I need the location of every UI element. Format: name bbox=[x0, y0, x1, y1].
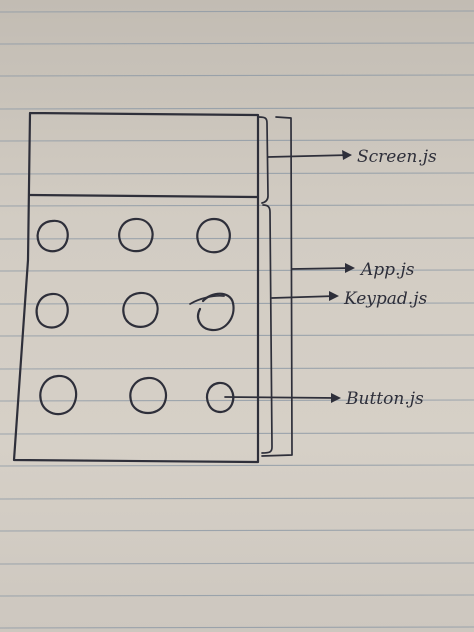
screen-label: Screen.js bbox=[357, 147, 437, 167]
keypad-arrowhead bbox=[329, 291, 339, 301]
app-bracket bbox=[261, 116, 293, 457]
keypad-label: Keypad.js bbox=[343, 289, 427, 309]
keypad-arrow bbox=[271, 295, 337, 299]
button-circle bbox=[122, 291, 159, 328]
app-frame bbox=[12, 111, 260, 464]
button-arrowhead bbox=[331, 393, 341, 403]
button-arrow bbox=[224, 396, 339, 399]
keypad-bracket bbox=[261, 204, 273, 454]
button-circle bbox=[39, 374, 78, 416]
button-circle bbox=[118, 217, 154, 253]
button-circle bbox=[196, 292, 235, 332]
screen-arrowhead bbox=[342, 150, 352, 160]
button-circle bbox=[129, 376, 168, 415]
button-circle bbox=[36, 219, 69, 253]
button-label: Button.js bbox=[345, 389, 424, 409]
screen-bracket bbox=[258, 116, 269, 204]
button-circle bbox=[196, 217, 231, 254]
button-circle bbox=[35, 292, 69, 329]
app-arrowhead bbox=[345, 263, 355, 273]
button-circle-stroke bbox=[189, 294, 225, 305]
app-label: App.js bbox=[359, 260, 415, 280]
button-circle bbox=[205, 381, 235, 414]
screen-divider bbox=[28, 193, 260, 199]
app-arrow bbox=[291, 267, 353, 270]
screen-arrow bbox=[267, 154, 351, 158]
